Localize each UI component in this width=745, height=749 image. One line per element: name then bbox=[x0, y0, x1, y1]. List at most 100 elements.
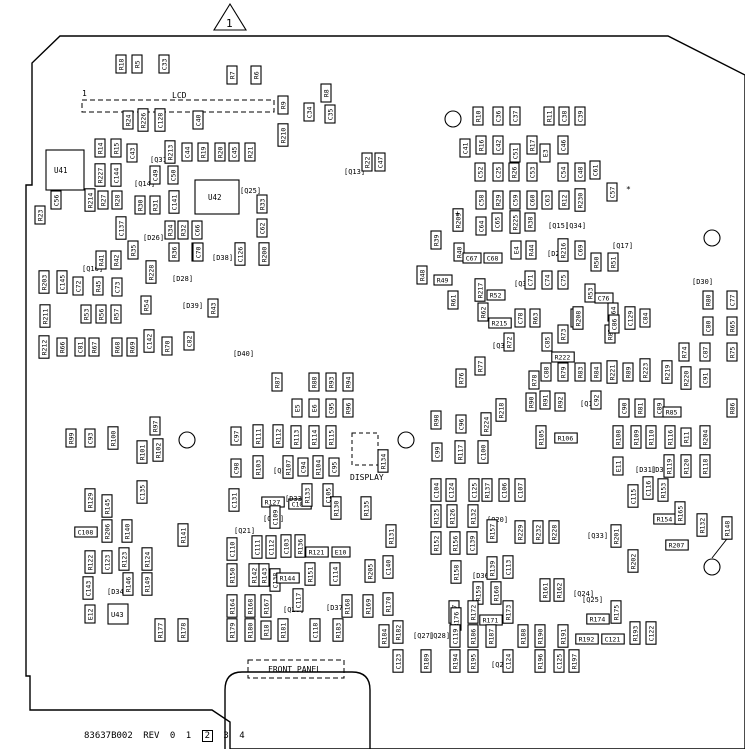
component-r63: R63 bbox=[529, 308, 541, 328]
component-r195: R195 bbox=[467, 649, 479, 673]
svg-text:C105: C105 bbox=[324, 488, 332, 504]
svg-text:C68: C68 bbox=[487, 254, 499, 262]
component-c141: C141 bbox=[168, 190, 180, 214]
component-r222: R222 bbox=[551, 351, 575, 363]
svg-text:R89: R89 bbox=[624, 366, 632, 378]
svg-text:R118: R118 bbox=[701, 459, 709, 475]
component-r93: R93 bbox=[325, 372, 337, 392]
svg-text:U42: U42 bbox=[208, 193, 222, 202]
component-c123: C123 bbox=[101, 550, 113, 574]
component-r168: R168 bbox=[341, 594, 353, 618]
component-r148: R148 bbox=[721, 516, 733, 540]
svg-text:R173: R173 bbox=[504, 605, 512, 621]
svg-text:C95: C95 bbox=[327, 402, 335, 414]
svg-text:R189: R189 bbox=[422, 654, 430, 670]
component-r42: R42 bbox=[110, 250, 122, 270]
component-r105: R105 bbox=[535, 425, 547, 449]
svg-text:C123: C123 bbox=[394, 654, 402, 670]
component-c103: C103 bbox=[280, 534, 292, 558]
component-r132: R132 bbox=[696, 513, 708, 537]
component-c111: C111 bbox=[251, 535, 263, 559]
semiconductor-q24: [Q24] bbox=[573, 590, 594, 598]
component-c62: C62 bbox=[256, 218, 268, 238]
svg-text:R196: R196 bbox=[536, 654, 544, 670]
svg-text:[Q17]: [Q17] bbox=[612, 242, 633, 250]
svg-text:R202: R202 bbox=[629, 554, 637, 570]
component-r120: R120 bbox=[680, 454, 692, 478]
svg-text:R30: R30 bbox=[136, 199, 144, 211]
component-r112: R112 bbox=[272, 424, 284, 448]
component-r92: R92 bbox=[554, 392, 566, 412]
component-c128: C128 bbox=[154, 108, 166, 132]
svg-text:R160: R160 bbox=[492, 586, 500, 602]
svg-text:C142: C142 bbox=[145, 334, 153, 350]
svg-text:R29: R29 bbox=[494, 194, 502, 206]
svg-text:C115: C115 bbox=[629, 489, 637, 505]
mounting-hole bbox=[703, 229, 721, 247]
svg-text:R220: R220 bbox=[682, 371, 690, 387]
svg-text:C131: C131 bbox=[230, 493, 238, 509]
svg-text:C77: C77 bbox=[728, 294, 736, 306]
component-r217: R217 bbox=[474, 278, 486, 302]
svg-text:R19: R19 bbox=[199, 146, 207, 158]
svg-text:R105: R105 bbox=[537, 430, 545, 446]
component-r91: R91 bbox=[539, 390, 551, 410]
component-c123: C123 bbox=[392, 649, 404, 673]
svg-text:C51: C51 bbox=[511, 147, 519, 159]
component-r68: R68 bbox=[111, 337, 123, 357]
svg-text:C103: C103 bbox=[282, 539, 290, 555]
svg-text:R169: R169 bbox=[364, 599, 372, 615]
component-r87: R87 bbox=[271, 372, 283, 392]
svg-text:R168: R168 bbox=[343, 599, 351, 615]
svg-text:R65: R65 bbox=[728, 320, 736, 332]
svg-text:R82: R82 bbox=[606, 328, 614, 340]
front-panel-label: FRONT PANEL bbox=[268, 665, 321, 674]
component-c117: C117 bbox=[292, 588, 304, 612]
svg-text:[D33]: [D33] bbox=[285, 495, 306, 503]
component-c35: C35 bbox=[324, 104, 336, 124]
component-r125: R125 bbox=[430, 504, 442, 528]
component-r111: R111 bbox=[252, 424, 264, 448]
svg-text:C139: C139 bbox=[468, 536, 476, 552]
svg-text:R39: R39 bbox=[432, 234, 440, 246]
component-r174: R174 bbox=[586, 613, 610, 625]
component-r232: R232 bbox=[532, 520, 544, 544]
svg-text:C71: C71 bbox=[526, 274, 534, 286]
component-r29: R29 bbox=[492, 190, 504, 210]
component-c143: C143 bbox=[82, 576, 94, 600]
component-r152: R152 bbox=[430, 531, 442, 555]
component-r56: R56 bbox=[95, 304, 107, 324]
svg-text:R56: R56 bbox=[97, 308, 105, 320]
svg-text:R108: R108 bbox=[614, 430, 622, 446]
component-r130: R130 bbox=[330, 496, 342, 520]
ic-u43: U43 bbox=[107, 603, 129, 625]
svg-text:R177: R177 bbox=[156, 623, 164, 639]
component-r52: R52 bbox=[486, 289, 506, 301]
component-r101: R101 bbox=[136, 440, 148, 464]
svg-text:R43: R43 bbox=[209, 302, 217, 314]
component-r6: R6 bbox=[250, 65, 262, 85]
svg-text:R34: R34 bbox=[166, 224, 174, 236]
component-r144: R144 bbox=[276, 572, 300, 584]
svg-text:C125: C125 bbox=[470, 483, 478, 499]
component-r213: R213 bbox=[164, 140, 176, 164]
component-r22: R22 bbox=[361, 152, 373, 172]
svg-text:R99: R99 bbox=[67, 432, 75, 444]
svg-text:R159: R159 bbox=[474, 586, 482, 602]
component-r230: R230 bbox=[574, 188, 586, 212]
svg-text:R53: R53 bbox=[82, 308, 90, 320]
component-c25: C25 bbox=[492, 162, 504, 182]
svg-text:R122: R122 bbox=[86, 555, 94, 571]
component-r84: R84 bbox=[590, 362, 602, 382]
svg-text:R96: R96 bbox=[344, 402, 352, 414]
component-r110: R110 bbox=[645, 425, 657, 449]
component-r50: R50 bbox=[590, 252, 602, 272]
svg-text:E11: E11 bbox=[614, 460, 622, 472]
svg-text:R165: R165 bbox=[676, 506, 684, 522]
svg-text:R53: R53 bbox=[586, 287, 594, 299]
component-r115: R115 bbox=[325, 425, 337, 449]
component-r53: R53 bbox=[80, 304, 92, 324]
svg-text:R195: R195 bbox=[469, 654, 477, 670]
component-r77: R77 bbox=[474, 356, 486, 376]
svg-text:C116: C116 bbox=[644, 481, 652, 497]
